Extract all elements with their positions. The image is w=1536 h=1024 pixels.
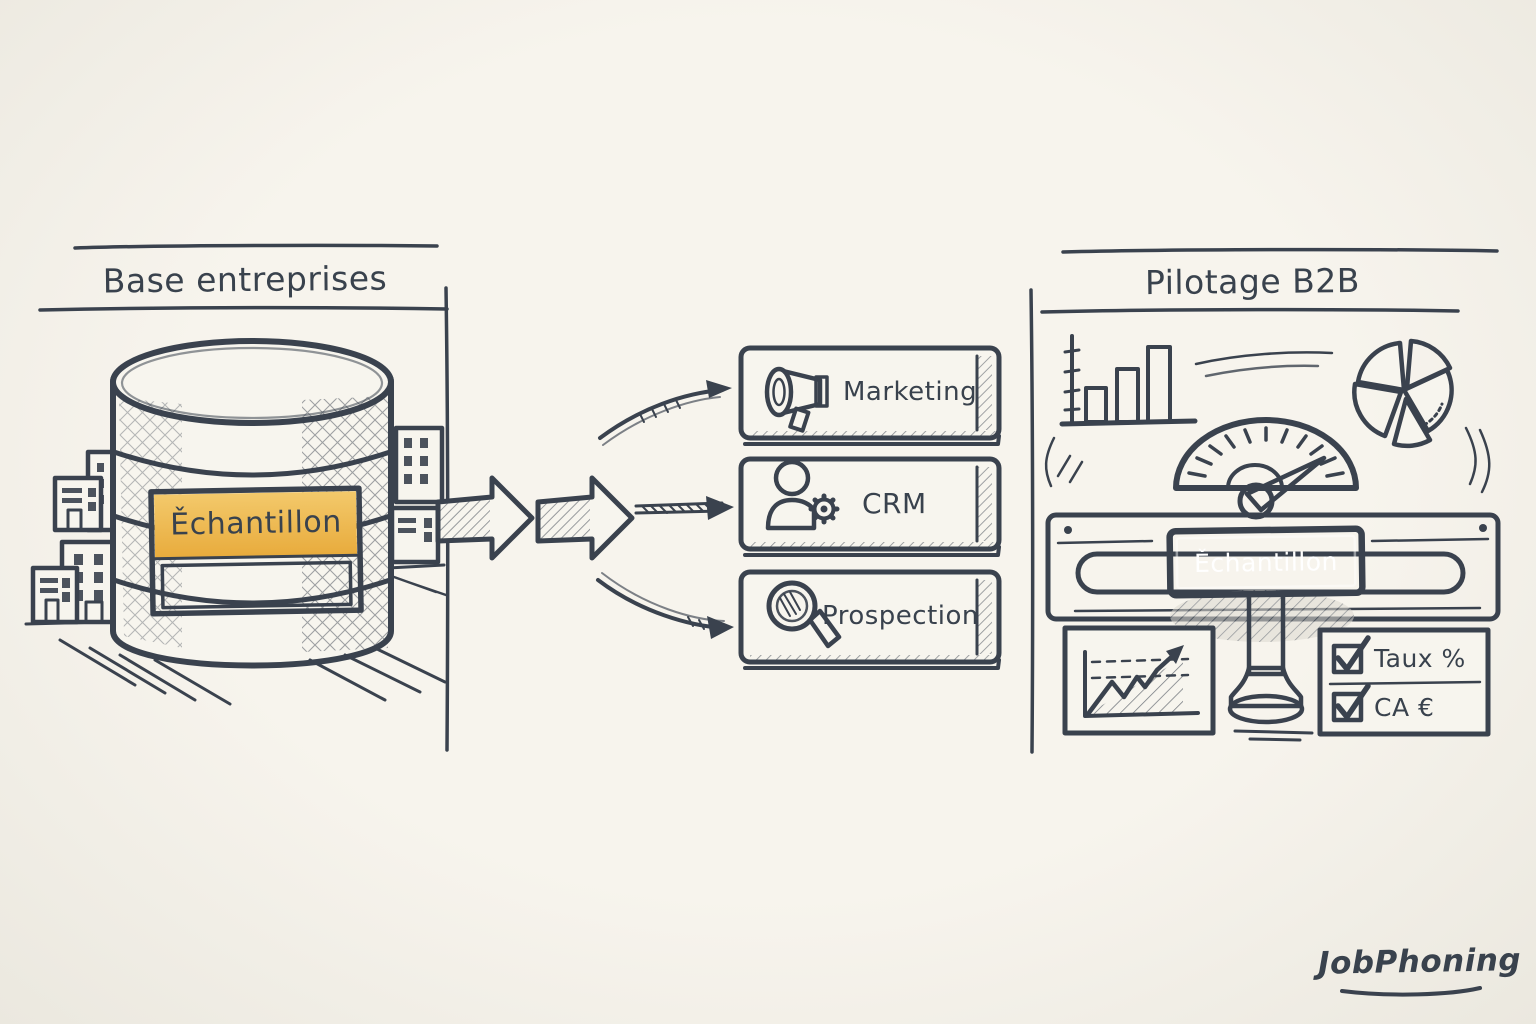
channel-label-prospection: Prospection (822, 601, 979, 631)
checkmark-icon (1335, 635, 1371, 672)
magnifying-glass-icon (766, 580, 842, 649)
screw-icon (1064, 526, 1072, 534)
logo-underline (1340, 986, 1482, 997)
checklist-label-taux: Taux % (1374, 644, 1466, 673)
checklist-label-ca: CA € (1374, 693, 1435, 722)
shadow (1170, 590, 1354, 642)
city-buildings-right-icon (386, 425, 448, 597)
sample-tag (1166, 525, 1366, 599)
sketch-accents (1044, 351, 1491, 494)
database-sample-label: Ěchantillon (169, 504, 343, 543)
double-chevron-arrow-icon (435, 475, 635, 561)
bar-chart-icon (1059, 334, 1198, 427)
user-gear-icon (765, 459, 840, 531)
gauge-icon (1173, 417, 1359, 520)
kpi-checklist (1317, 627, 1491, 737)
megaphone-icon (764, 366, 829, 433)
checkmark-icon (1335, 683, 1371, 720)
right-section-title: Pilotage B2B (1144, 260, 1361, 303)
pie-chart-icon (1352, 338, 1454, 449)
channel-label-marketing: Marketing (843, 377, 978, 407)
gauge-needle-icon (1244, 455, 1327, 513)
channel-label-crm: CRM (862, 487, 927, 520)
right-section-frame (1029, 247, 1499, 754)
database-cylinder-icon (58, 338, 447, 706)
ground-hatch (58, 638, 447, 706)
arrow-to-marketing-icon (598, 380, 732, 446)
arrow-to-prospection-icon (596, 572, 734, 639)
channel-box-prospection (738, 569, 1002, 670)
arrow-to-crm-icon (634, 496, 734, 520)
channel-box-crm (738, 456, 1002, 557)
channel-box-marketing (738, 345, 1002, 446)
slider-sample-label: Ěchantillon (1193, 546, 1339, 579)
screw-icon (1479, 524, 1487, 532)
brand-logo: JobPhoning (1317, 942, 1522, 982)
checkbox-icon (1331, 691, 1364, 723)
left-section-title: Base entreprises (102, 258, 388, 301)
flow-arrows (435, 380, 734, 639)
line-chart-icon (1062, 625, 1216, 736)
checkbox-icon (1331, 643, 1364, 675)
database-sample-plate (148, 485, 364, 617)
sample-slider (1075, 525, 1466, 742)
